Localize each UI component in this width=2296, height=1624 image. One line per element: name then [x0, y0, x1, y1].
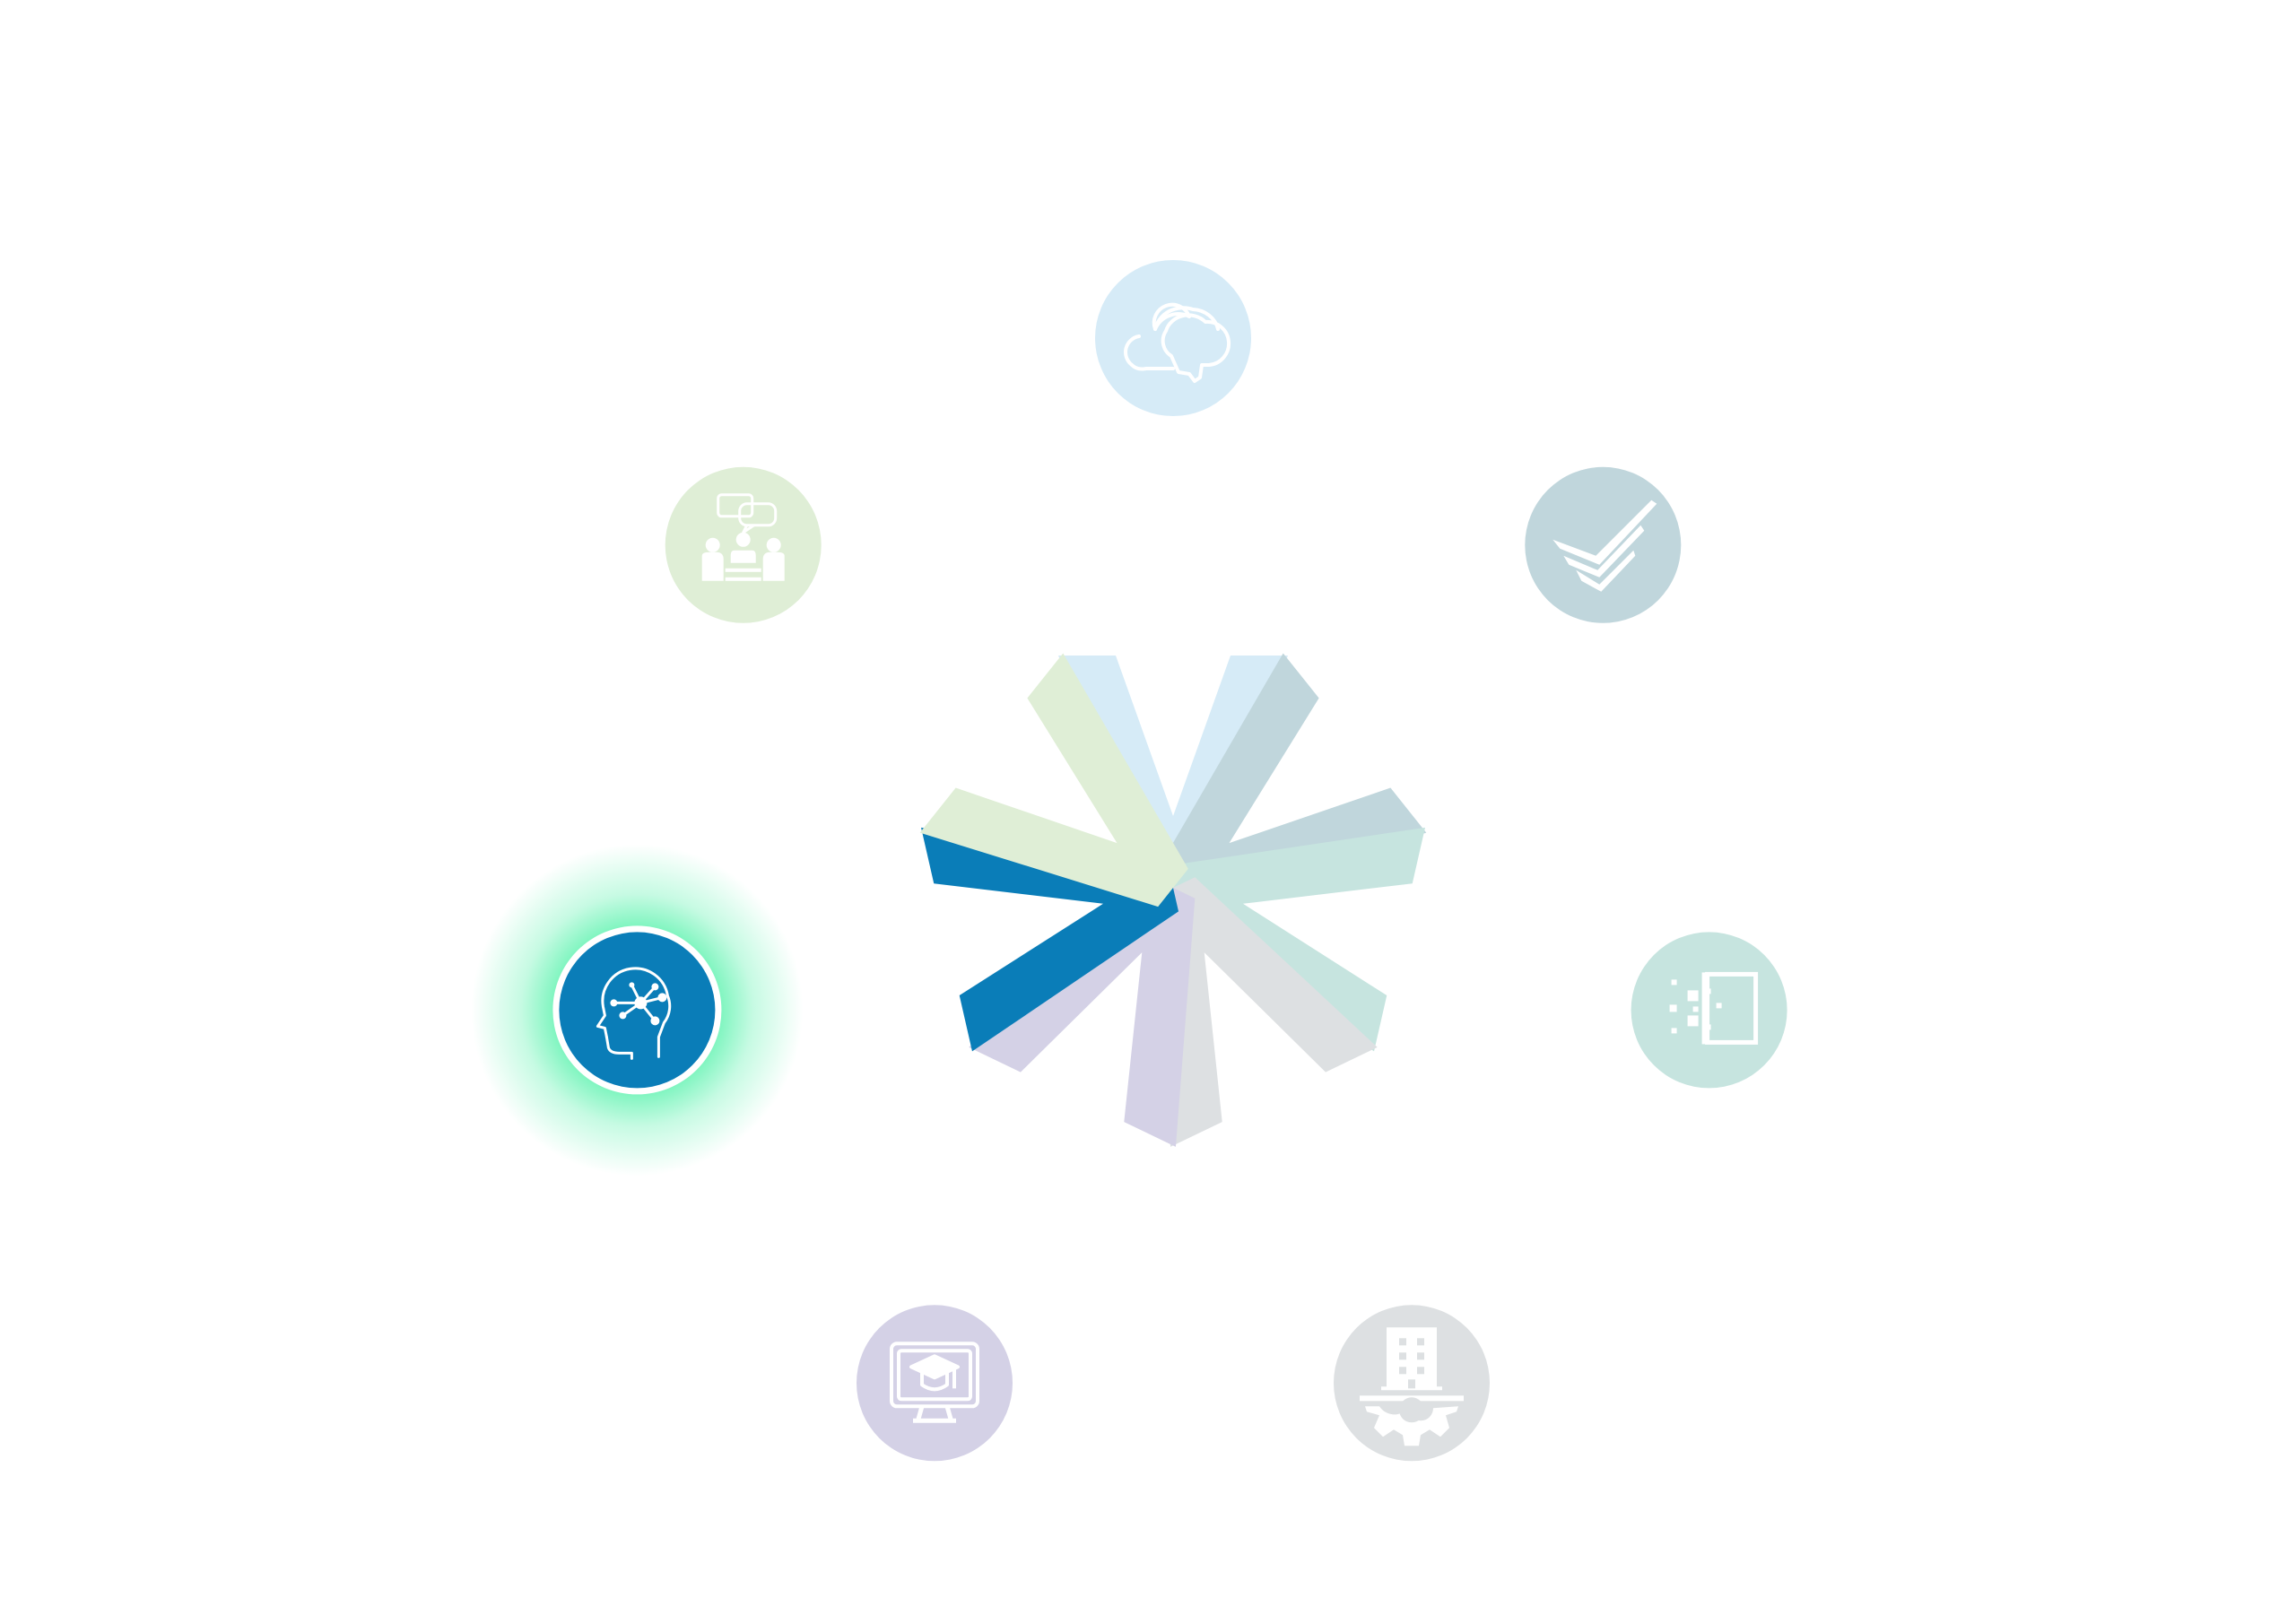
node-cloud-brain[interactable] — [1095, 260, 1251, 416]
chevron-cloud-brain — [1058, 656, 1288, 888]
icon-node-ring — [471, 260, 1787, 1462]
node-ai-brain[interactable] — [471, 844, 804, 1177]
monitor-graduation-icon — [890, 1342, 979, 1423]
ai-brain-icon — [596, 967, 672, 1060]
node-circle-ai-brain — [559, 932, 716, 1089]
team-discussion-icon — [701, 493, 785, 581]
chevron-online-learning — [969, 877, 1196, 1147]
chevron-team-discussion — [919, 653, 1188, 908]
cloud-brain-icon — [1124, 302, 1231, 383]
node-circle-online-learning — [857, 1305, 1013, 1462]
node-team-discussion[interactable] — [665, 466, 822, 623]
node-online-learning[interactable] — [857, 1305, 1013, 1462]
chevron-ring — [919, 653, 1427, 1147]
chevron-business-gear — [1151, 877, 1378, 1147]
node-data-pixels[interactable] — [1631, 932, 1787, 1089]
data-pixels-icon — [1669, 971, 1759, 1045]
check-layers-icon — [1552, 499, 1657, 592]
chevron-data-pixels — [1167, 827, 1425, 1052]
node-circle-cloud-brain — [1095, 260, 1251, 416]
node-business-gear[interactable] — [1334, 1305, 1490, 1462]
building-gear-icon — [1360, 1327, 1464, 1446]
node-circle-check-layers — [1525, 466, 1682, 623]
node-check-layers[interactable] — [1525, 466, 1682, 623]
